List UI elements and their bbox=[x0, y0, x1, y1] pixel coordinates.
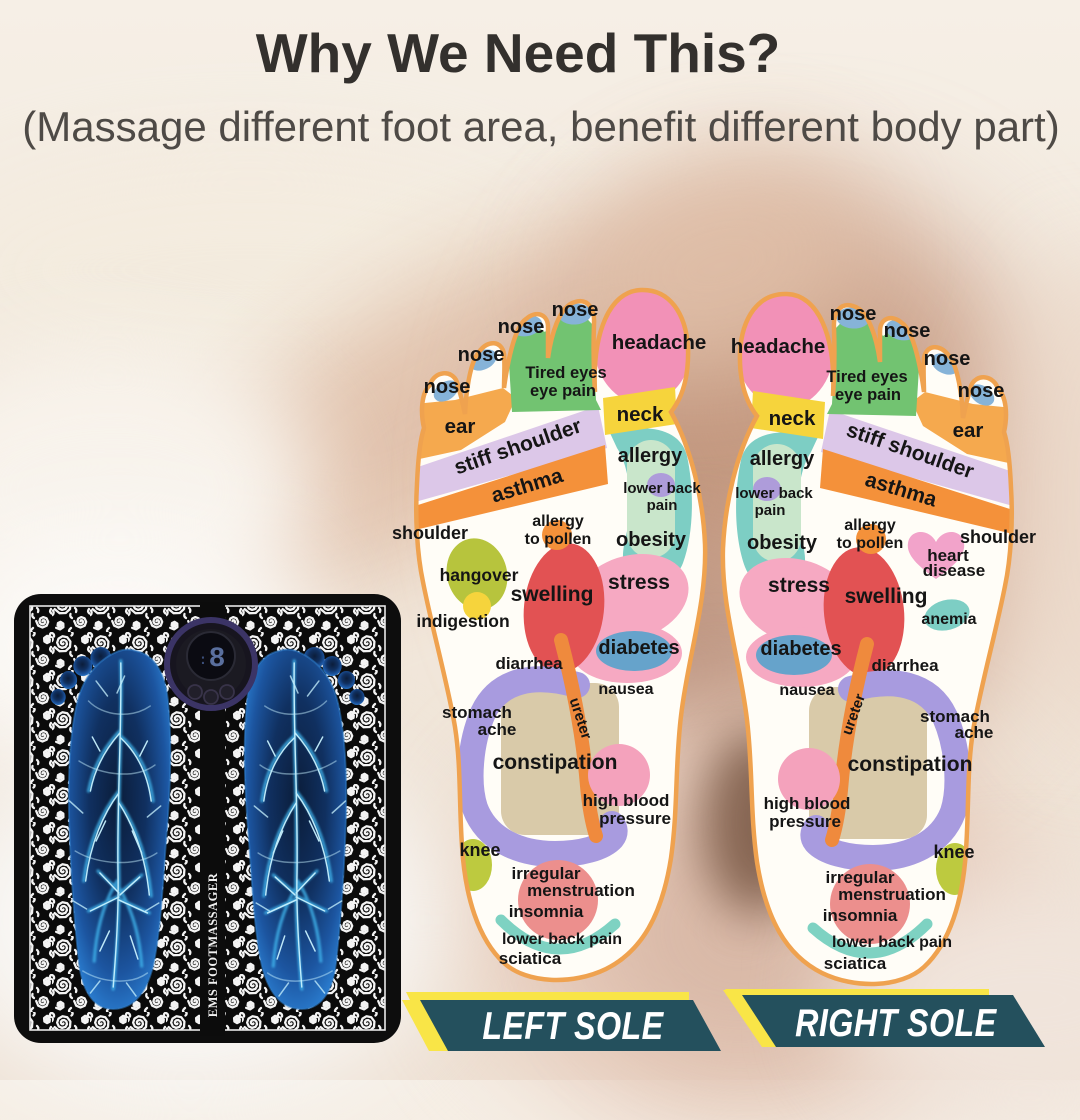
svg-text:swelling: swelling bbox=[845, 585, 928, 608]
svg-text:stress: stress bbox=[608, 571, 670, 594]
svg-text:nose: nose bbox=[424, 376, 471, 398]
svg-text:lower back: lower back bbox=[623, 480, 701, 497]
svg-text:lower back pain: lower back pain bbox=[832, 934, 952, 951]
svg-text:RIGHT SOLE: RIGHT SOLE bbox=[795, 1001, 997, 1045]
svg-text:Tired eyes: Tired eyes bbox=[525, 364, 606, 382]
svg-text:pain: pain bbox=[647, 497, 678, 514]
svg-text:hangover: hangover bbox=[440, 565, 519, 585]
svg-text:ear: ear bbox=[445, 415, 476, 438]
svg-text:nose: nose bbox=[498, 316, 545, 338]
svg-text:nose: nose bbox=[458, 344, 505, 366]
svg-text:anemia: anemia bbox=[921, 611, 976, 628]
svg-text:indigestion: indigestion bbox=[416, 611, 509, 631]
svg-text:stress: stress bbox=[768, 574, 830, 597]
svg-text:knee: knee bbox=[459, 840, 500, 860]
svg-text:diabetes: diabetes bbox=[598, 637, 679, 659]
svg-text:diarrhea: diarrhea bbox=[495, 654, 563, 673]
svg-text:irregular: irregular bbox=[826, 868, 895, 887]
svg-text:headache: headache bbox=[731, 335, 826, 358]
svg-text:diarrhea: diarrhea bbox=[871, 656, 939, 675]
svg-text:heart: heart bbox=[927, 546, 969, 565]
svg-text:pressure: pressure bbox=[599, 809, 671, 828]
svg-text:nose: nose bbox=[958, 380, 1005, 402]
svg-text:menstruation: menstruation bbox=[838, 885, 946, 904]
svg-text:allergy: allergy bbox=[532, 513, 584, 530]
svg-text::: : bbox=[199, 653, 207, 669]
svg-text:Tired eyes: Tired eyes bbox=[826, 368, 907, 386]
svg-text:pressure: pressure bbox=[769, 812, 841, 831]
svg-text:insomnia: insomnia bbox=[509, 902, 584, 921]
svg-text:allergy: allergy bbox=[618, 445, 683, 467]
svg-text:sciatica: sciatica bbox=[499, 949, 562, 968]
svg-text:pain: pain bbox=[755, 502, 786, 519]
svg-text:nose: nose bbox=[830, 303, 877, 325]
svg-text:constipation: constipation bbox=[848, 753, 973, 776]
svg-text:ache: ache bbox=[955, 723, 994, 742]
svg-text:nausea: nausea bbox=[598, 681, 653, 698]
svg-text:swelling: swelling bbox=[511, 583, 594, 606]
svg-text:headache: headache bbox=[612, 331, 707, 354]
svg-text:diabetes: diabetes bbox=[760, 638, 841, 660]
svg-text:high blood: high blood bbox=[764, 794, 851, 813]
svg-text:eye pain: eye pain bbox=[530, 382, 596, 400]
svg-text:knee: knee bbox=[933, 842, 974, 862]
svg-text:high blood: high blood bbox=[583, 791, 670, 810]
svg-text:neck: neck bbox=[617, 403, 664, 426]
svg-text:shoulder: shoulder bbox=[392, 523, 468, 543]
svg-text:stomach: stomach bbox=[442, 703, 512, 722]
svg-text:disease: disease bbox=[923, 561, 985, 580]
svg-text:allergy: allergy bbox=[750, 448, 815, 470]
svg-text:nose: nose bbox=[552, 299, 599, 321]
svg-text:ear: ear bbox=[953, 419, 984, 442]
svg-text:stomach: stomach bbox=[920, 707, 990, 726]
svg-text:nose: nose bbox=[884, 320, 931, 342]
svg-text:8: 8 bbox=[209, 644, 226, 675]
svg-text:obesity: obesity bbox=[747, 532, 818, 554]
svg-text:nausea: nausea bbox=[779, 682, 834, 699]
svg-text:lower back: lower back bbox=[735, 485, 813, 502]
svg-text:EMS FOOTMASSAGER: EMS FOOTMASSAGER bbox=[206, 872, 220, 1017]
svg-text:insomnia: insomnia bbox=[823, 906, 898, 925]
svg-text:constipation: constipation bbox=[493, 751, 618, 774]
svg-text:eye pain: eye pain bbox=[835, 386, 901, 404]
svg-text:nose: nose bbox=[924, 348, 971, 370]
svg-text:ache: ache bbox=[478, 720, 517, 739]
svg-text:allergy: allergy bbox=[844, 517, 896, 534]
svg-text:irregular: irregular bbox=[512, 864, 581, 883]
svg-text:lower back pain: lower back pain bbox=[502, 931, 622, 948]
svg-text:to pollen: to pollen bbox=[837, 535, 904, 552]
svg-text:shoulder: shoulder bbox=[960, 527, 1036, 547]
svg-text:neck: neck bbox=[769, 407, 816, 430]
svg-text:LEFT SOLE: LEFT SOLE bbox=[482, 1004, 664, 1048]
svg-text:menstruation: menstruation bbox=[527, 881, 635, 900]
svg-text:to pollen: to pollen bbox=[525, 531, 592, 548]
svg-text:sciatica: sciatica bbox=[824, 954, 887, 973]
svg-text:obesity: obesity bbox=[616, 529, 687, 551]
